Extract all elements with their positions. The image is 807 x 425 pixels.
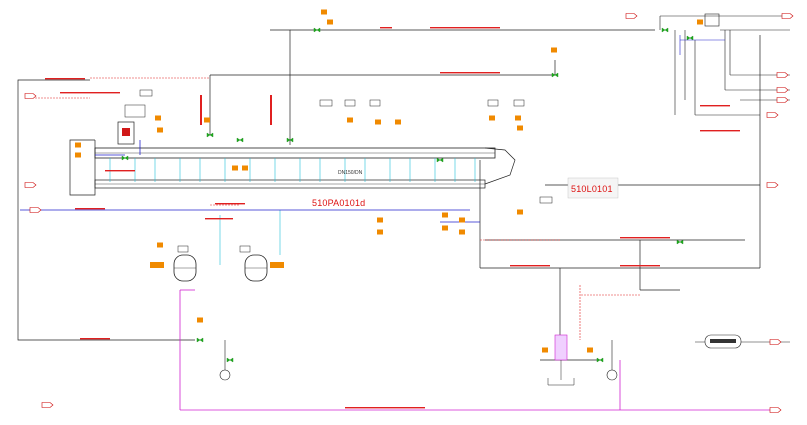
tank-right — [244, 254, 284, 282]
right-bundle-blue — [679, 35, 725, 55]
red-tag-marks — [45, 27, 740, 409]
main-header — [69, 139, 516, 196]
unit-main-label: 510PA0101d — [312, 198, 366, 208]
black-tag-boxes — [139, 89, 553, 253]
pump-right — [606, 340, 618, 381]
column-vessel — [547, 334, 575, 386]
red-signal-lines — [35, 77, 640, 340]
left-loop-lines — [17, 29, 761, 361]
line-endpoints-left — [24, 93, 54, 408]
cyan-drops — [109, 158, 476, 265]
magenta-lines — [179, 289, 780, 411]
right-bundle — [659, 13, 790, 116]
unit-right-label: 510L0101 — [571, 184, 613, 194]
pump-left — [219, 340, 231, 381]
top-left-vessel — [117, 104, 146, 145]
center-tag: DN150/DN — [338, 170, 363, 176]
tank-left — [150, 254, 197, 282]
line-endpoints-right — [625, 13, 794, 413]
label-panel — [567, 177, 619, 199]
